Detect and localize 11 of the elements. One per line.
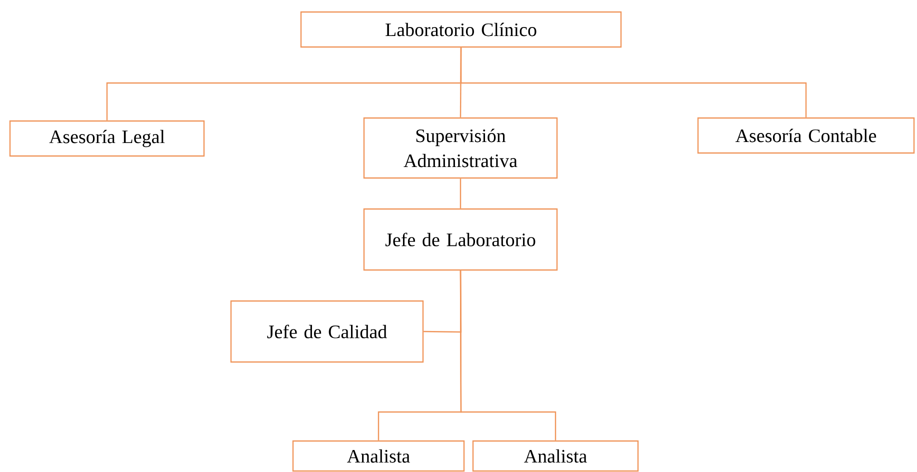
org-box: Jefe de Calidad bbox=[230, 300, 424, 363]
org-box: Asesoría Contable bbox=[697, 117, 915, 154]
connector-line bbox=[460, 48, 807, 118]
org-box: Laboratorio Clínico bbox=[300, 11, 622, 48]
org-box: Asesoría Legal bbox=[9, 120, 205, 157]
org-box: Supervisión Administrativa bbox=[363, 117, 558, 179]
connector-line bbox=[460, 270, 556, 440]
org-box: Analista bbox=[472, 440, 639, 472]
connector-line bbox=[460, 178, 462, 208]
org-box: Analista bbox=[292, 440, 465, 472]
org-box: Jefe de Laboratorio bbox=[363, 208, 558, 271]
